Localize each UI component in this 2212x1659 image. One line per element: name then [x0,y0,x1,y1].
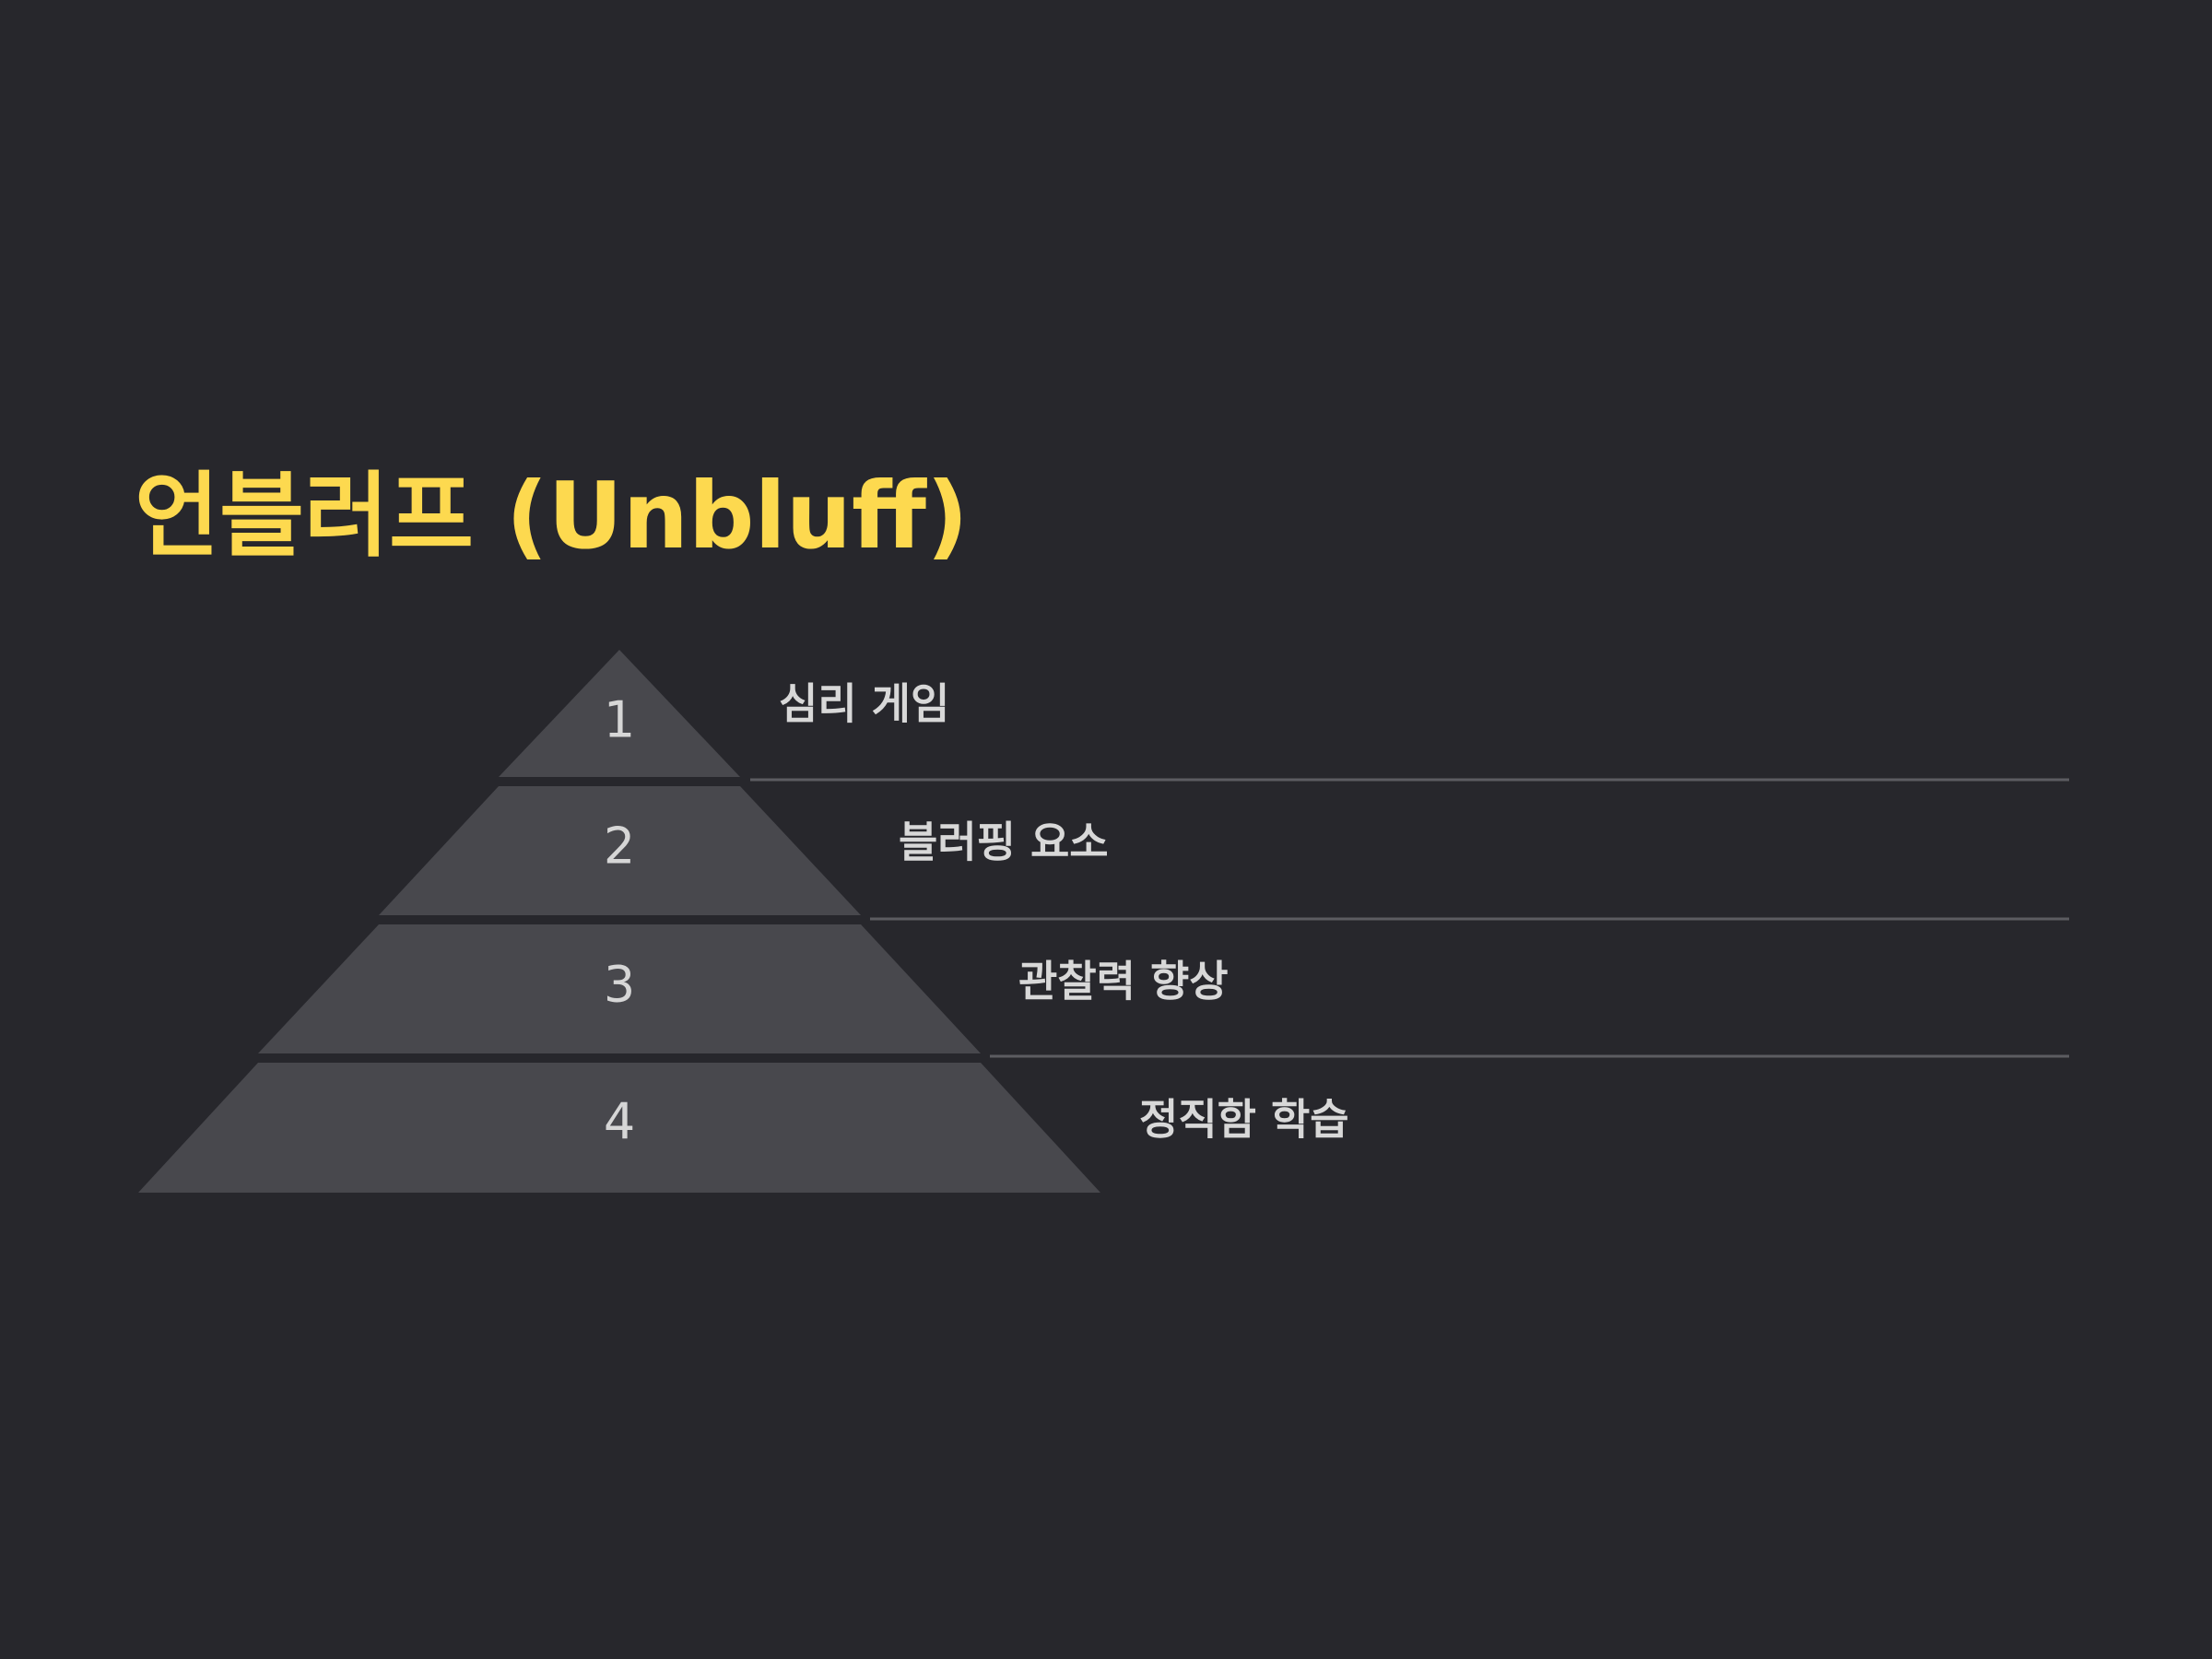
pyramid-tier-4-shape [138,1063,1100,1193]
pyramid-tier-2-label: 블러핑 요소 [899,818,1109,867]
pyramid-tier-1-number: 1 [604,691,635,749]
pyramid-tier-2-number: 2 [604,818,635,876]
pyramid-tier-4-label: 정직함 학습 [1139,1095,1349,1145]
pyramid-tier-4-number: 4 [604,1093,635,1151]
pyramid-tier-1-shape [499,650,740,777]
pyramid-tier-3-label: 관찰력 향상 [1018,957,1229,1006]
pyramid-tier-1-label: 심리 게임 [779,679,949,729]
pyramid-tier-2-shape [379,786,861,915]
slide-title: 언블러프 (Unbluff) [135,462,969,570]
pyramid-tier-3-number: 3 [604,956,635,1014]
pyramid-tier-3-shape [258,924,981,1053]
